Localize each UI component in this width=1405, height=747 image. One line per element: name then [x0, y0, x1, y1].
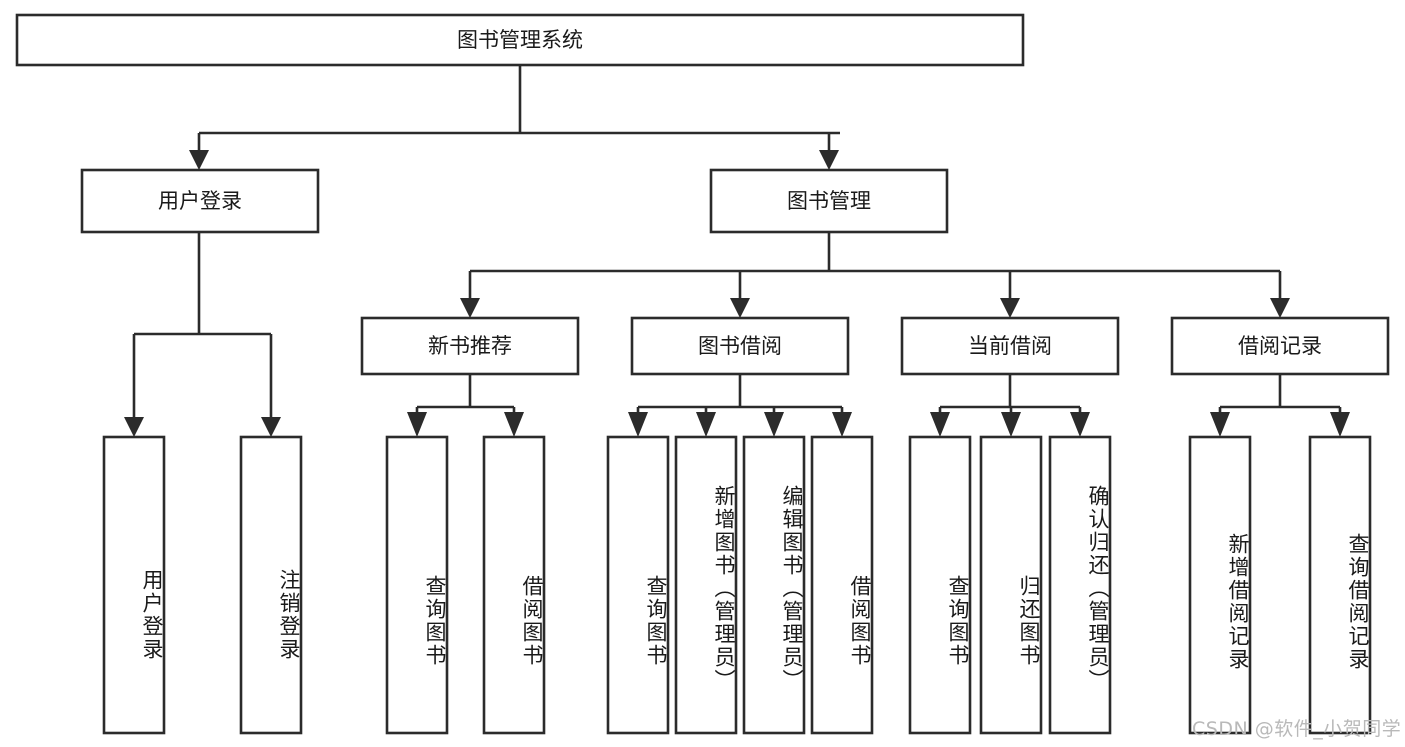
node-user-login-box — [80, 168, 320, 234]
arrow-user-login-to-leaf-2 — [261, 417, 281, 437]
node-root[interactable]: 图书管理系统 — [15, 13, 1025, 67]
arrow-borrow-to-leaf-3 — [764, 412, 784, 437]
node-user-login-label: 用户登录 — [158, 189, 242, 213]
node-new-book-recommend-label: 新书推荐 — [428, 334, 512, 358]
arrow-borrow-to-leaf-1 — [628, 412, 648, 437]
leaf-box-query-book-borrow[interactable] — [606, 435, 670, 735]
leaf-box-return-book[interactable] — [979, 435, 1043, 735]
node-root-box — [15, 13, 1025, 67]
arrow-root-to-book-mgmt — [819, 150, 839, 170]
leaf-box-query-book-new[interactable] — [385, 435, 449, 735]
arrow-records-to-leaf-2 — [1330, 412, 1350, 437]
leaf-box-user-login[interactable] — [102, 435, 166, 735]
node-book-management[interactable]: 图书管理 — [709, 168, 949, 234]
leaf-box-borrow-book[interactable] — [810, 435, 874, 735]
arrow-user-login-to-leaf-1 — [124, 417, 144, 437]
csdn-watermark: CSDN @软件_小贺同学 — [1192, 718, 1402, 740]
node-current-borrow-box — [900, 316, 1120, 376]
node-current-borrow[interactable]: 当前借阅 — [900, 316, 1120, 376]
arrow-current-to-leaf-1 — [930, 412, 950, 437]
node-current-borrow-label: 当前借阅 — [968, 334, 1052, 358]
leaf-box-group — [102, 435, 1372, 735]
arrow-book-mgmt-to-new-book — [460, 298, 480, 318]
leaf-box-edit-book-admin[interactable] — [742, 435, 806, 735]
arrow-new-book-to-leaf-2 — [504, 412, 524, 437]
leaf-box-add-book-admin[interactable] — [674, 435, 738, 735]
leaf-box-query-record[interactable] — [1308, 435, 1372, 735]
node-new-book-recommend[interactable]: 新书推荐 — [360, 316, 580, 376]
leaf-box-query-book-cur[interactable] — [908, 435, 972, 735]
edge-group — [124, 65, 1350, 437]
node-book-borrow-label: 图书借阅 — [698, 334, 782, 358]
arrow-borrow-to-leaf-2 — [696, 412, 716, 437]
leaf-box-confirm-return[interactable] — [1048, 435, 1112, 735]
arrow-records-to-leaf-1 — [1210, 412, 1230, 437]
node-new-book-recommend-box — [360, 316, 580, 376]
node-book-borrow-box — [630, 316, 850, 376]
node-borrow-records[interactable]: 借阅记录 — [1170, 316, 1390, 376]
node-book-management-label: 图书管理 — [787, 189, 871, 213]
node-borrow-records-box — [1170, 316, 1390, 376]
arrow-current-to-leaf-2 — [1001, 412, 1021, 437]
arrow-current-to-leaf-3 — [1070, 412, 1090, 437]
node-book-management-box — [709, 168, 949, 234]
arrow-book-mgmt-to-borrow — [730, 298, 750, 318]
leaf-box-borrow-book-new[interactable] — [482, 435, 546, 735]
leaf-box-logout[interactable] — [239, 435, 303, 735]
arrow-root-to-user-login — [189, 150, 209, 170]
node-user-login[interactable]: 用户登录 — [80, 168, 320, 234]
leaf-box-add-record[interactable] — [1188, 435, 1252, 735]
node-root-label: 图书管理系统 — [457, 28, 583, 52]
arrow-book-mgmt-to-records — [1270, 298, 1290, 318]
arrow-book-mgmt-to-current — [1000, 298, 1020, 318]
node-borrow-records-label: 借阅记录 — [1238, 334, 1322, 358]
node-book-borrow[interactable]: 图书借阅 — [630, 316, 850, 376]
arrow-new-book-to-leaf-1 — [407, 412, 427, 437]
arrow-borrow-to-leaf-4 — [832, 412, 852, 437]
